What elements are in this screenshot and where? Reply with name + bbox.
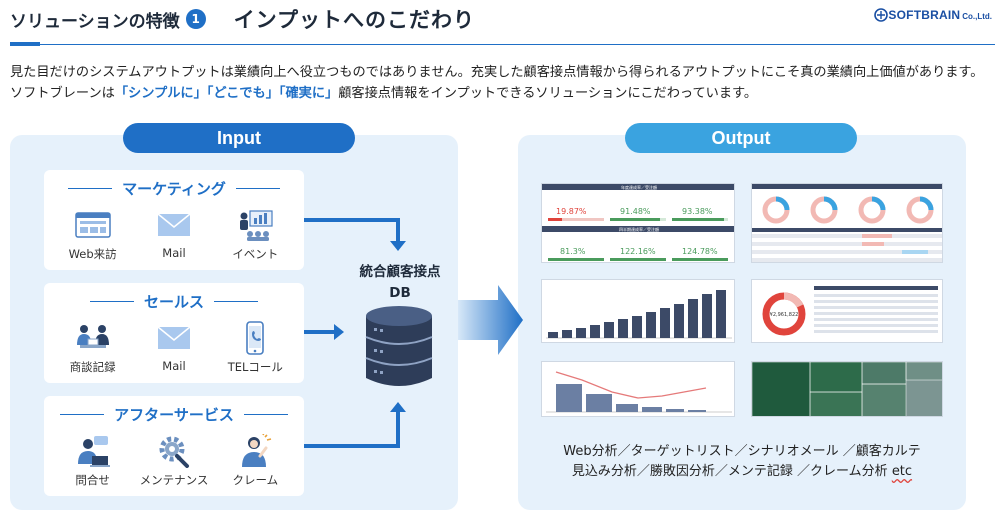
softbrain-logo: SOFTBRAIN Co.,Ltd. — [874, 8, 992, 22]
output-screenshot-combo-chart — [541, 361, 735, 417]
arrow-after-service-to-db — [304, 402, 406, 448]
event-presentation-icon — [240, 210, 273, 241]
arrow-sales-to-db — [304, 324, 344, 340]
kpi-value: 81.3% — [560, 247, 586, 256]
output-screenshot-donut-detail: ¥2,961,822 — [751, 279, 943, 343]
integrated-db-label: 統合顧客接点 DB — [352, 262, 448, 304]
card-title: セールス — [143, 293, 204, 311]
kpi-value: 93.38% — [682, 207, 713, 216]
output-caption-line1: Web分析／ターゲットリスト／シナリオメール ／顧客カルテ — [563, 444, 921, 459]
output-screenshot-donuts-table — [751, 183, 943, 263]
web-browser-icon — [74, 212, 111, 238]
arrow-marketing-to-db — [304, 218, 406, 251]
input-item-label: Mail — [162, 246, 186, 260]
input-item-inquiry: 問合せ — [55, 434, 131, 488]
db-label-line1: 統合顧客接点 — [359, 264, 441, 280]
card-marketing: マーケティング Web来訪 Mail — [44, 170, 304, 270]
logo-text: SOFTBRAIN — [888, 8, 961, 22]
output-label-pill: Output — [625, 123, 857, 153]
big-output-arrow — [458, 285, 523, 355]
logo-suffix: Co.,Ltd. — [962, 12, 992, 21]
bar-series — [548, 290, 726, 338]
step-number-badge: 1 — [185, 9, 206, 29]
input-item-label: クレーム — [232, 473, 279, 487]
mail-icon — [157, 326, 191, 349]
kpi-value: 124.78% — [682, 247, 718, 256]
input-item-tel-call: TELコール — [217, 321, 293, 375]
input-item-web-visit: Web来訪 — [55, 208, 131, 262]
input-item-label: 商談記録 — [69, 360, 116, 374]
card-title: アフターサービス — [114, 406, 234, 424]
highlight-anywhere: 「どこでも」 — [206, 86, 279, 101]
output-caption: Web分析／ターゲットリスト／シナリオメール ／顧客カルテ 見込み分析／勝敗因分… — [518, 442, 966, 482]
kpi-value: 19.87% — [556, 207, 587, 216]
mail-icon — [157, 213, 191, 236]
card-title: マーケティング — [122, 180, 226, 198]
output-caption-line2-wrap: 見込み分析／勝敗因分析／メンテ記録 ／クレーム分析 etc — [518, 462, 966, 482]
donut-center-value: ¥2,961,822 — [770, 312, 799, 318]
input-label-pill: Input — [123, 123, 355, 153]
output-screenshot-treemap — [751, 361, 943, 417]
description-text: 見た目だけのシステムアウトプットは業績向上へ役立つものではありません。充実した顧… — [10, 62, 985, 104]
kpi-header-1: 年度達成率／受注額 — [621, 184, 657, 190]
input-item-event: イベント — [217, 208, 293, 262]
input-item-maintenance: メンテナンス — [136, 434, 212, 488]
input-item-mail: Mail — [136, 208, 212, 262]
kpi-value: 91.48% — [620, 207, 651, 216]
output-caption-etc: etc — [891, 464, 913, 479]
header: ソリューションの特徴 1 インプットへのこだわり — [10, 4, 475, 34]
input-item-complaint: クレーム — [217, 434, 293, 488]
input-item-label: Mail — [162, 359, 186, 373]
highlight-reliable: 「確実に」 — [278, 86, 339, 101]
input-item-label: イベント — [232, 247, 279, 261]
db-label-line2: DB — [389, 285, 411, 301]
output-screenshot-kpi: 年度達成率／受注額 四半期達成率／受注額 19.87% 91.48% 93.38… — [541, 183, 735, 263]
description-part1: 見た目だけのシステムアウトプットは業績向上へ役立つものではありません。充実した顧… — [10, 65, 984, 101]
input-item-label: 問合せ — [75, 473, 110, 487]
header-rule — [40, 44, 995, 45]
softbrain-logo-icon — [874, 8, 889, 22]
database-icon — [365, 306, 433, 386]
output-caption-line2: 見込み分析／勝敗因分析／メンテ記録 ／クレーム分析 — [571, 464, 888, 479]
highlight-simple: 「シンプルに」 — [114, 86, 207, 101]
input-item-label: Web来訪 — [68, 247, 117, 261]
complaint-person-icon — [242, 434, 272, 467]
inquiry-person-icon — [77, 436, 110, 467]
meeting-icon — [76, 325, 109, 348]
input-item-mail: Mail — [136, 321, 212, 375]
kpi-header-2: 四半期達成率／受注額 — [619, 226, 659, 232]
input-item-meeting-record: 商談記録 — [55, 321, 131, 375]
header-rule-accent — [10, 42, 40, 46]
description-part2: 顧客接点情報をインプットできるソリューションにこだわっています。 — [338, 86, 758, 101]
kpi-value: 122.16% — [620, 247, 656, 256]
output-screenshot-bar-chart — [541, 279, 735, 343]
section-subtitle: ソリューションの特徴 — [10, 11, 180, 32]
card-sales: セールス 商談記録 Mail — [44, 283, 304, 383]
page-title: インプットへのこだわり — [233, 8, 476, 32]
input-item-label: メンテナンス — [139, 473, 209, 487]
phone-icon — [246, 321, 265, 355]
gear-wrench-icon — [159, 436, 189, 468]
input-item-label: TELコール — [227, 360, 283, 374]
card-after-service: アフターサービス 問合せ メンテナンス — [44, 396, 304, 496]
